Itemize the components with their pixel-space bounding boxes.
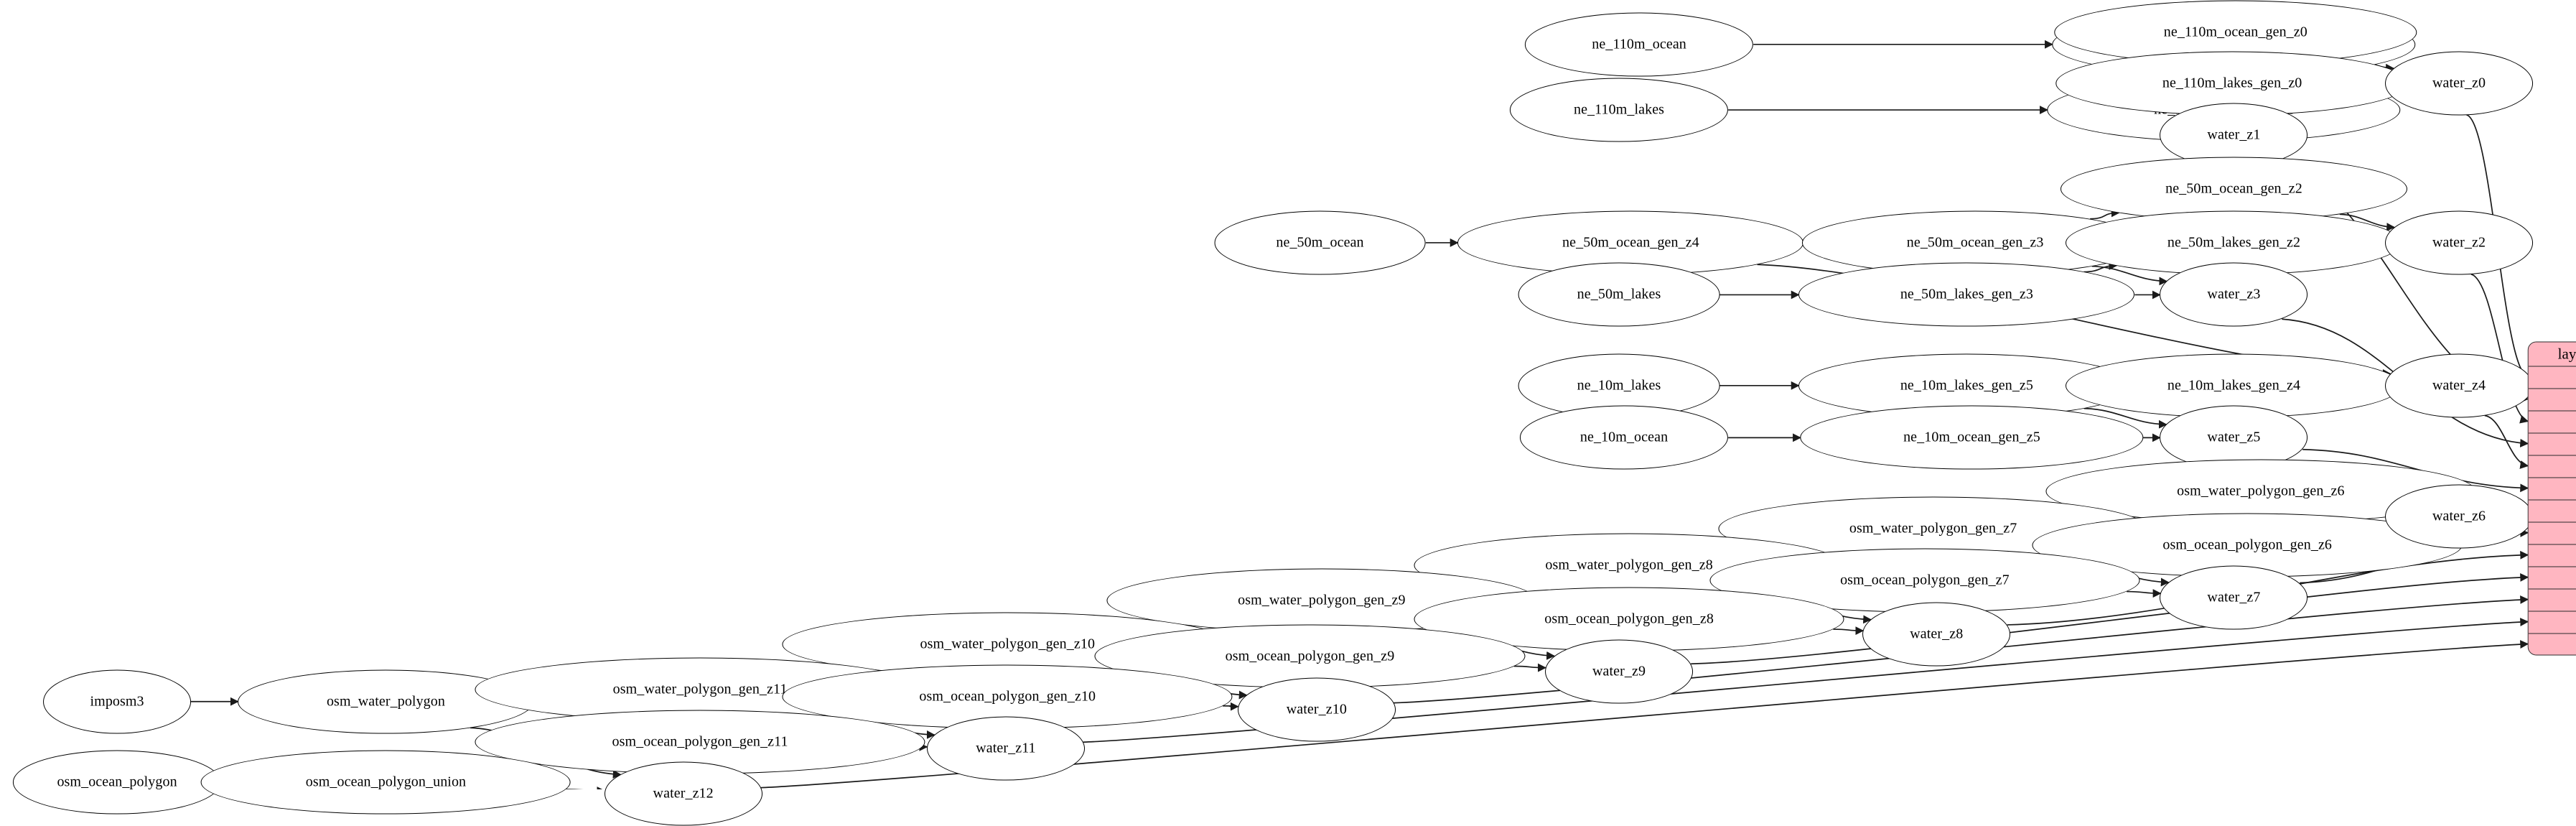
- graph-node-water_z3[interactable]: water_z3: [2160, 263, 2308, 327]
- graph-node-label: imposm3: [90, 693, 144, 710]
- graph-node-label: ne_50m_lakes_gen_z2: [2167, 234, 2300, 251]
- graph-node-label: water_z7: [2207, 589, 2260, 605]
- graph-node-label: water_z4: [2432, 377, 2486, 394]
- graph-node-ne_110m_lakes[interactable]: ne_110m_lakes: [1510, 78, 1728, 142]
- graph-node-label: water_z10: [1287, 702, 1347, 718]
- graph-node-label: ne_50m_ocean_gen_z3: [1907, 234, 2044, 251]
- graph-node-label: osm_ocean_polygon_gen_z8: [1544, 611, 1714, 628]
- graph-node-label: ne_50m_ocean_gen_z2: [2165, 181, 2302, 198]
- graph-node-osm_ocean_polygon_union[interactable]: osm_ocean_polygon_union: [201, 751, 571, 815]
- graph-node-label: water_z5: [2207, 430, 2260, 446]
- graph-edge-osm_ocean_polygon_gen_z7--to--water_z7: [2127, 592, 2160, 594]
- record-row-z4[interactable]: z4: [2529, 455, 2576, 478]
- graph-node-label: ne_110m_lakes_gen_z0: [2162, 75, 2302, 91]
- graph-node-label: osm_ocean_polygon_gen_z11: [612, 733, 788, 750]
- graph-node-label: osm_water_polygon: [327, 693, 445, 710]
- graph-node-label: ne_10m_lakes: [1577, 377, 1661, 394]
- graph-node-label: water_z9: [1592, 663, 1646, 679]
- graph-node-label: ne_110m_ocean: [1592, 36, 1686, 52]
- graph-node-label: ne_50m_lakes: [1577, 287, 1661, 303]
- graph-edge-water_z4--to--layer_water_z4: [2485, 416, 2528, 466]
- graph-node-label: osm_water_polygon_gen_z11: [613, 682, 788, 698]
- graph-node-label: ne_110m_lakes: [1574, 102, 1664, 119]
- graph-node-label: water_z2: [2432, 234, 2486, 251]
- graph-node-water_z6[interactable]: water_z6: [2385, 485, 2533, 549]
- graph-node-label: water_z3: [2207, 287, 2260, 303]
- graph-node-label: osm_water_polygon_gen_z10: [920, 636, 1095, 653]
- record-row-z8[interactable]: z8: [2529, 544, 2576, 567]
- graph-node-label: water_z8: [1910, 626, 1963, 643]
- record-row-z10[interactable]: z10: [2529, 589, 2576, 611]
- record-row-z11[interactable]: z11: [2529, 611, 2576, 634]
- graph-edge-osm_ocean_polygon_gen_z9--to--water_z9: [1514, 666, 1546, 667]
- graph-edge-ne_50m_ocean_gen_z3--to--ne_50m_ocean_gen_z2: [2090, 213, 2119, 218]
- graph-node-label: ne_50m_ocean_gen_z4: [1562, 234, 1699, 251]
- record-node-layer-water[interactable]: layer_waterz0z1z2z3z4z5z6z7z8z9z10z11z12…: [2528, 341, 2576, 655]
- graph-node-osm_ocean_polygon[interactable]: osm_ocean_polygon: [13, 751, 221, 815]
- record-row-z5[interactable]: z5: [2529, 478, 2576, 500]
- graph-node-label: osm_ocean_polygon: [57, 774, 177, 791]
- graph-node-water_z7[interactable]: water_z7: [2160, 565, 2308, 629]
- graph-edge-osm_ocean_polygon_gen_z10--to--water_z10: [1223, 706, 1238, 707]
- graph-node-water_z9[interactable]: water_z9: [1545, 639, 1693, 703]
- graph-node-label: ne_50m_ocean: [1276, 234, 1363, 251]
- graph-node-label: water_z11: [976, 741, 1035, 757]
- graph-node-label: ne_10m_ocean: [1580, 430, 1668, 446]
- graph-node-label: ne_110m_ocean_gen_z0: [2164, 24, 2307, 41]
- graph-node-label: osm_water_polygon_gen_z9: [1238, 593, 1405, 609]
- graph-node-label: osm_ocean_polygon_gen_z10: [919, 688, 1096, 705]
- graph-node-label: water_z1: [2207, 127, 2260, 144]
- record-row-z12plus[interactable]: z12+: [2529, 634, 2576, 655]
- graph-node-label: water_z12: [653, 786, 714, 802]
- graph-node-label: osm_ocean_polygon_gen_z9: [1226, 648, 1395, 664]
- graph-node-water_z2[interactable]: water_z2: [2385, 210, 2533, 274]
- graph-node-imposm3[interactable]: imposm3: [43, 669, 191, 733]
- graph-node-ne_10m_ocean_gen_z5[interactable]: ne_10m_ocean_gen_z5: [1801, 406, 2143, 470]
- graph-canvas: ne_110m_oceanne_110m_ocean_gen_z1ne_110m…: [0, 0, 2576, 789]
- graph-node-label: osm_water_polygon_gen_z7: [1849, 520, 2017, 537]
- graph-node-label: osm_ocean_polygon_gen_z7: [1840, 572, 2010, 589]
- graph-node-label: water_z0: [2432, 75, 2486, 91]
- graph-node-water_z0[interactable]: water_z0: [2385, 51, 2533, 115]
- graph-node-label: osm_water_polygon_gen_z8: [1545, 557, 1712, 574]
- graph-node-water_z10[interactable]: water_z10: [1238, 678, 1396, 742]
- graph-node-label: ne_10m_lakes_gen_z4: [2167, 377, 2300, 394]
- record-row-z0[interactable]: z0: [2529, 366, 2576, 389]
- graph-node-label: ne_10m_lakes_gen_z5: [1900, 377, 2033, 394]
- graph-node-label: osm_ocean_polygon_gen_z6: [2162, 537, 2332, 554]
- record-row-z1[interactable]: z1: [2529, 389, 2576, 411]
- graph-node-ne_50m_lakes[interactable]: ne_50m_lakes: [1518, 263, 1720, 327]
- graph-node-label: osm_ocean_polygon_union: [306, 774, 466, 791]
- record-row-z3[interactable]: z3: [2529, 433, 2576, 455]
- graph-node-water_z12[interactable]: water_z12: [605, 762, 762, 826]
- graph-node-label: osm_water_polygon_gen_z6: [2177, 483, 2344, 500]
- graph-node-label: ne_50m_lakes_gen_z3: [1900, 287, 2033, 303]
- graph-node-label: ne_10m_ocean_gen_z5: [1903, 430, 2040, 446]
- graph-node-water_z8[interactable]: water_z8: [1862, 603, 2010, 667]
- graph-edge-osm_ocean_polygon_gen_z8--to--water_z8: [1833, 629, 1863, 631]
- graph-node-label: water_z6: [2432, 509, 2486, 525]
- record-row-z6[interactable]: z6: [2529, 500, 2576, 522]
- graph-node-water_z4[interactable]: water_z4: [2385, 353, 2533, 417]
- graph-node-water_z11[interactable]: water_z11: [927, 717, 1085, 781]
- graph-node-ne_50m_lakes_gen_z3[interactable]: ne_50m_lakes_gen_z3: [1798, 263, 2134, 327]
- record-row-z7[interactable]: z7: [2529, 522, 2576, 544]
- record-row-z2[interactable]: z2: [2529, 411, 2576, 433]
- graph-node-ne_110m_ocean[interactable]: ne_110m_ocean: [1525, 12, 1753, 76]
- graph-node-ne_10m_ocean[interactable]: ne_10m_ocean: [1520, 406, 1728, 470]
- record-row-z9[interactable]: z9: [2529, 567, 2576, 589]
- graph-node-ne_50m_ocean[interactable]: ne_50m_ocean: [1214, 210, 1426, 274]
- record-header-layer-water: layer_water: [2529, 342, 2576, 366]
